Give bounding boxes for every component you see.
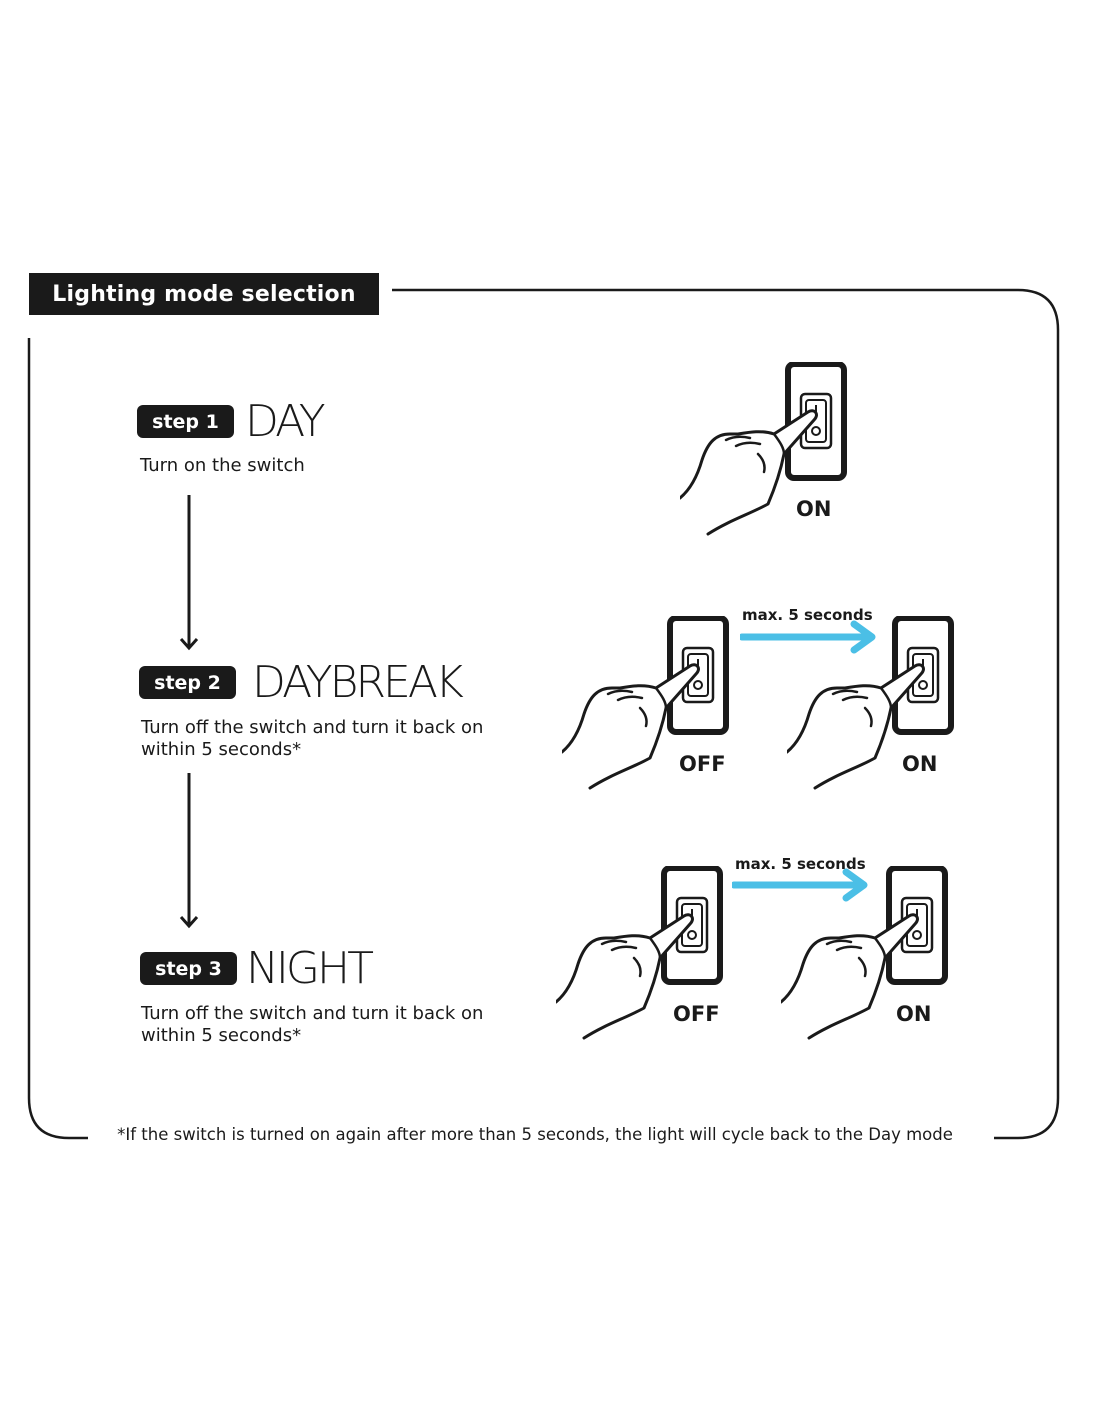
step-3-description-line2: within 5 seconds* — [141, 1025, 302, 1046]
right-arrow-icon — [732, 868, 868, 902]
hand-pressing-switch-icon — [787, 616, 957, 808]
step-2-off-label: OFF — [679, 752, 726, 776]
step-2-mode: DAYBREAK — [252, 657, 464, 708]
step-3-description-line1: Turn off the switch and turn it back on — [141, 1003, 484, 1024]
step-3-mode: NIGHT — [246, 943, 374, 994]
step-2-description-line1: Turn off the switch and turn it back on — [141, 717, 484, 738]
footnote: *If the switch is turned on again after … — [96, 1125, 974, 1144]
hand-pressing-switch-icon — [781, 866, 951, 1058]
step-2-on-label: ON — [902, 752, 938, 776]
step-1-switch-label: ON — [796, 497, 832, 521]
hand-pressing-switch-icon — [562, 616, 732, 808]
down-arrow-icon — [179, 773, 199, 929]
right-arrow-icon — [740, 620, 876, 654]
step-3-timing-label: max. 5 seconds — [735, 855, 866, 873]
step-2-description-line2: within 5 seconds* — [141, 739, 302, 760]
step-1-badge: step 1 — [137, 405, 234, 438]
hand-pressing-switch-icon — [556, 866, 726, 1058]
step-3-off-label: OFF — [673, 1002, 720, 1026]
down-arrow-icon — [179, 495, 199, 651]
step-1-mode: DAY — [245, 396, 326, 447]
step-2-badge: step 2 — [139, 666, 236, 699]
step-1-description: Turn on the switch — [140, 455, 305, 476]
step-3-badge: step 3 — [140, 952, 237, 985]
step-3-on-label: ON — [896, 1002, 932, 1026]
step-2-timing-label: max. 5 seconds — [742, 606, 873, 624]
page-title: Lighting mode selection — [29, 273, 379, 315]
